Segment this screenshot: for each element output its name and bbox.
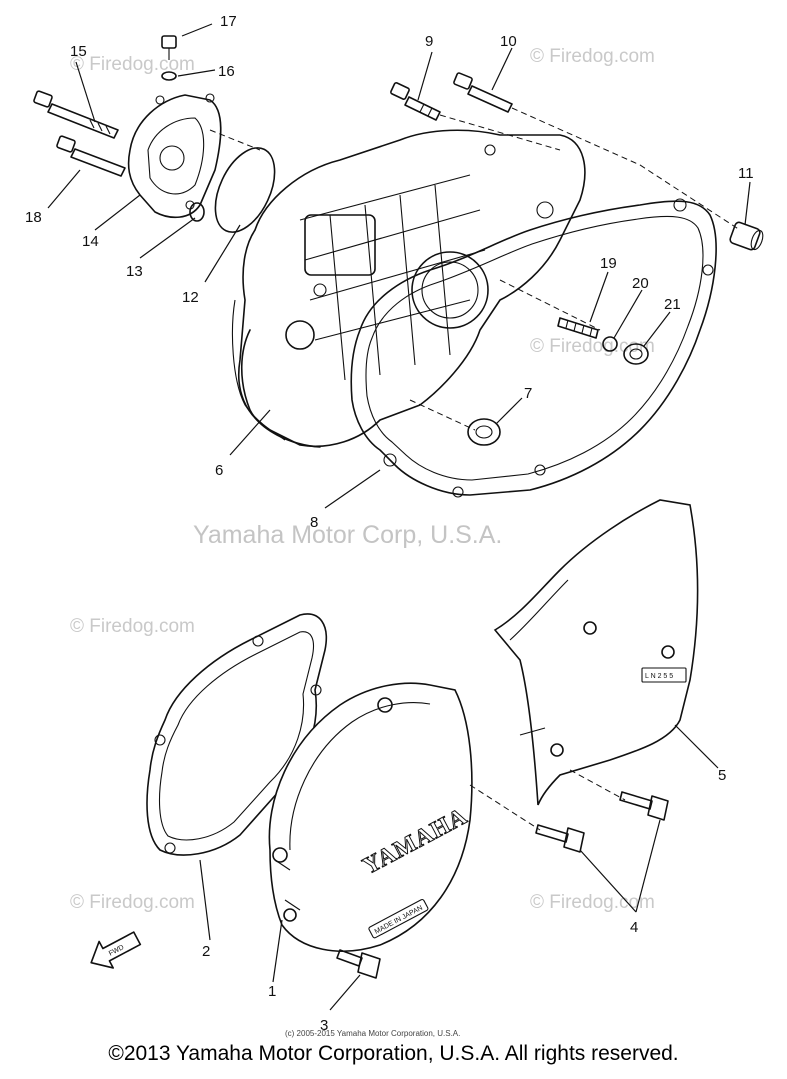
stud-part-19: [557, 317, 599, 339]
cover-flange: [231, 299, 286, 441]
callout-9: 9: [425, 33, 433, 50]
callout-18: 18: [25, 209, 42, 226]
assembly-lines: [209, 107, 741, 831]
callout-21: 21: [664, 296, 681, 313]
plug-part-20: [602, 336, 618, 352]
callout-7: 7: [524, 385, 532, 402]
screw-part-4a: [535, 824, 585, 853]
o-ring-part-13: [189, 202, 205, 222]
callout-20: 20: [632, 275, 649, 292]
washer-part-16: [161, 71, 177, 81]
watermark-center: Yamaha Motor Corp, U.S.A.: [193, 521, 502, 549]
bolt-part-9: [390, 82, 441, 121]
watermark-top-left: © Firedog.com: [70, 54, 195, 75]
fine-copyright: (c) 2005-2015 Yamaha Motor Corporation, …: [285, 1029, 460, 1038]
callout-3: 3: [320, 1017, 328, 1034]
leader-lines: [47, 23, 751, 1011]
callout-2: 2: [202, 943, 210, 960]
callout-16: 16: [218, 63, 235, 80]
watermark-bottom-left: © Firedog.com: [70, 892, 195, 913]
callout-labels: 1 2 3 4 5 6 7 8 9 10 11 12 13 14 15 16 1…: [25, 13, 754, 1034]
screw-part-4b: [619, 791, 669, 821]
copyright-footer: ©2013 Yamaha Motor Corporation, U.S.A. A…: [108, 1042, 679, 1065]
generator-cover-part-1: YAMAHA MADE IN JAPAN: [268, 682, 473, 952]
callout-14: 14: [82, 233, 99, 250]
callout-10: 10: [500, 33, 517, 50]
callout-19: 19: [600, 255, 617, 272]
plug-part-21: [623, 343, 649, 365]
gasket-part-8: [350, 198, 717, 498]
plate-code-label: L N 2 5 5: [645, 673, 673, 680]
collar-part-11: [729, 221, 764, 251]
callout-8: 8: [310, 514, 318, 531]
plate-cover-part-14: [127, 93, 222, 219]
callout-1: 1: [268, 983, 276, 1000]
screw-part-3: [336, 949, 381, 979]
oil-seal-part-7: [467, 418, 501, 446]
callout-13: 13: [126, 263, 143, 280]
bolt-part-15: [33, 90, 119, 139]
callout-12: 12: [182, 289, 199, 306]
bolt-part-18: [56, 135, 126, 177]
sprocket-cover-part-5: L N 2 5 5: [493, 499, 699, 806]
watermark-bottom-right: © Firedog.com: [530, 892, 655, 913]
bolt-part-10: [453, 72, 513, 113]
callout-6: 6: [215, 462, 223, 479]
o-ring-part-12: [214, 147, 276, 233]
bolt-part-17: [161, 35, 177, 60]
watermark-top-right: © Firedog.com: [530, 46, 655, 67]
forward-arrow-icon: FWD: [90, 931, 142, 969]
callout-15: 15: [70, 43, 87, 60]
callout-5: 5: [718, 767, 726, 784]
watermark-layer: © Firedog.com © Firedog.com © Firedog.co…: [70, 46, 655, 913]
watermark-mid-right: © Firedog.com: [530, 336, 655, 357]
callout-4: 4: [630, 919, 638, 936]
crankcase-cover-part-6: [238, 129, 586, 448]
callout-17: 17: [220, 13, 237, 30]
watermark-mid-left: © Firedog.com: [70, 616, 195, 637]
callout-11: 11: [738, 165, 754, 182]
fwd-label: FWD: [108, 944, 125, 958]
